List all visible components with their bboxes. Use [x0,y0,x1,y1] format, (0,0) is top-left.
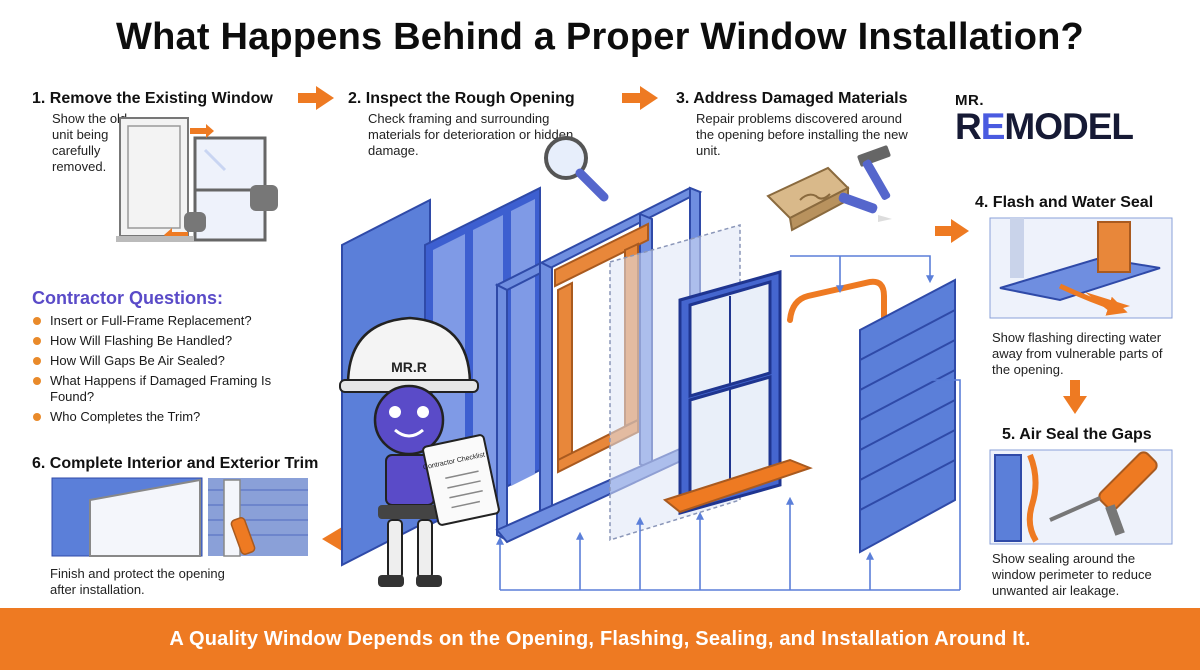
caulk-tube-icon [838,192,892,222]
logo-letter-e: E [980,106,1006,147]
step-6-title: 6. Complete Interior and Exterior Trim [32,455,319,472]
arrow-down-icon [1063,380,1087,414]
arrow-right-icon [935,219,969,243]
logo-rest: MODEL [1004,106,1134,147]
question-item: How Will Gaps Be Air Sealed? [32,353,312,369]
clipboard-icon: Contractor Checklist [422,434,500,526]
contractor-questions-title: Contractor Questions: [32,288,224,308]
logo-wordmark: REMODEL [955,106,1134,147]
step-2-title: 2. Inspect the Rough Opening [348,90,575,107]
footer-text: A Quality Window Depends on the Opening,… [169,627,1031,650]
caulk-gun-icon [1049,451,1158,536]
step-4-title: 4. Flash and Water Seal [975,194,1154,211]
page-title: What Happens Behind a Proper Window Inst… [116,16,1084,58]
question-item: What Happens if Damaged Framing Is Found… [32,373,312,405]
step-3-title: 3. Address Damaged Materials [676,90,908,107]
trim-detail-illustration [51,477,308,557]
old-window-removal-illustration [116,117,278,242]
step-3-desc: Repair problems discovered around the op… [696,111,908,158]
step-1-desc: Show the old unit being carefully remove… [52,111,128,174]
footer-banner: A Quality Window Depends on the Opening,… [0,608,1200,670]
air-seal-detail-illustration [989,449,1173,545]
question-item: How Will Flashing Be Handled? [32,333,312,349]
robot-mascot-icon: MR.R Contractor Checklist [339,316,500,587]
step-1-title: 1. Remove the Existing Window [32,90,273,107]
illustration-layer: MR.R Contractor Checklist [51,86,1173,591]
logo-letter-r: R [955,106,982,147]
wood-plank-icon [766,166,850,232]
helmet-label: MR.R [391,359,427,375]
step-6-desc: Finish and protect the opening after ins… [50,566,225,597]
step-5-title: 5. Air Seal the Gaps [1002,426,1152,443]
contractor-questions-list: Insert or Full-Frame Replacement? How Wi… [32,313,312,429]
magnifying-glass-icon [544,136,609,202]
arrow-right-icon [622,86,658,110]
question-item: Who Completes the Trim? [32,409,312,425]
hammer-icon [857,145,891,200]
mr-remodel-logo: MR. REMODEL [955,92,1134,147]
flashing-detail-illustration [989,217,1173,319]
wall-assembly-illustration [341,186,961,591]
step-4-desc: Show flashing directing water away from … [992,330,1163,377]
question-item: Insert or Full-Frame Replacement? [32,313,312,329]
arrow-right-icon [298,86,334,110]
logo-prefix: MR. [955,92,984,109]
step-2-desc: Check framing and surrounding materials … [368,111,574,158]
step-5-desc: Show sealing around the window perimeter… [992,551,1152,598]
